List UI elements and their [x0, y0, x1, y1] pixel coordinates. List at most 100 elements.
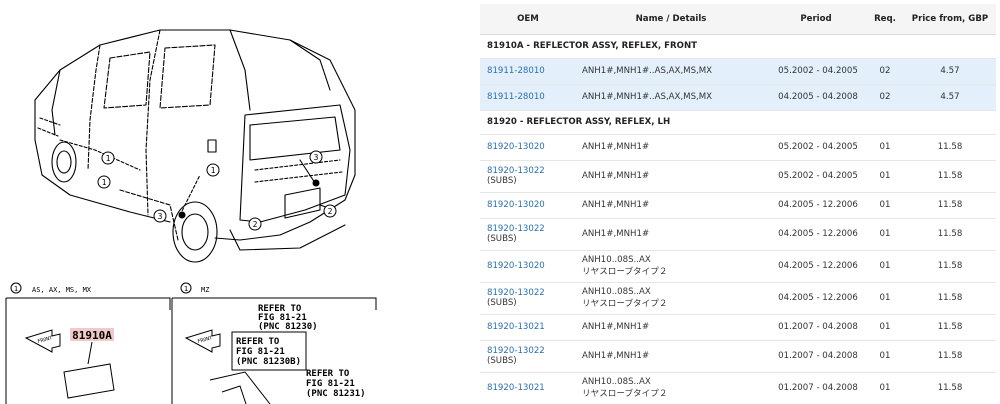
part-label-81910a: 81910A	[72, 329, 112, 342]
group-title: 81910A - REFLECTOR ASSY, REFLEX, FRONT	[480, 34, 996, 59]
oem-link[interactable]: 81920-13022	[487, 224, 545, 234]
price-cell: 11.58	[904, 372, 996, 404]
col-price: Price from, GBP	[904, 4, 996, 35]
name-details: ANH1#,MNH1#	[582, 322, 650, 332]
subs-label: (SUBS)	[487, 298, 517, 308]
price-cell: 11.58	[904, 314, 996, 341]
period-cell: 05.2002 - 04.2005	[766, 160, 866, 193]
oem-link[interactable]: 81920-13020	[487, 261, 545, 271]
name-cell: ANH1#,MNH1#	[576, 218, 766, 251]
parts-diagram: 1 1 3 1 2 2 3 1 AS, AX, MS, MX 1 MZ FRON…	[0, 0, 468, 404]
req-cell: 01	[866, 282, 904, 315]
oem-link[interactable]: 81920-13022	[487, 288, 545, 298]
price-cell: 11.58	[904, 218, 996, 251]
reflector-part-drawing	[63, 363, 115, 399]
price-cell: 11.58	[904, 282, 996, 315]
oem-link[interactable]: 81911-28010	[487, 66, 545, 76]
oem-cell: 81920-13021	[480, 372, 576, 404]
col-oem: OEM	[480, 4, 576, 35]
part-label-highlight	[70, 328, 114, 341]
ref3-line3: (PNC 81231)	[306, 389, 366, 399]
callout-numbers: 1 1 3 1 2 2 3	[97, 150, 337, 231]
req-cell: 02	[866, 58, 904, 85]
col-period: Period	[766, 4, 866, 35]
callout-7: 3	[158, 212, 163, 221]
req-cell: 01	[866, 250, 904, 283]
name-cell: ANH1#,MNH1#	[576, 134, 766, 161]
table-row[interactable]: 81920-13022(SUBS) ANH1#,MNH1# 04.2005 - 12…	[480, 218, 996, 251]
price-cell: 11.58	[904, 160, 996, 193]
name-cell: ANH1#,MNH1#	[576, 192, 766, 219]
req-cell: 01	[866, 192, 904, 219]
oem-link[interactable]: 81920-13020	[487, 200, 545, 210]
name-cell: ANH10..08S..AX リヤスローブタイプ２	[576, 372, 766, 404]
table-row[interactable]: 81920-13021 ANH10..08S..AX リヤスローブタイプ２ 01.20…	[480, 372, 996, 404]
oem-cell: 81911-28010	[480, 58, 576, 85]
period-cell: 04.2005 - 12.2006	[766, 250, 866, 283]
callout-2: 1	[211, 166, 216, 175]
ref3-line1: REFER TO	[306, 369, 350, 379]
oem-link[interactable]: 81920-13022	[487, 346, 545, 356]
group-header-row: 81920 - REFLECTOR ASSY, REFLEX, LH	[480, 110, 996, 135]
ref2-box	[231, 331, 307, 371]
oem-cell: 81920-13022(SUBS)	[480, 218, 576, 251]
oem-link[interactable]: 81920-13021	[487, 322, 545, 332]
name-details: ANH1#,MNH1#	[582, 229, 650, 239]
subs-label: (SUBS)	[487, 176, 517, 186]
callout-6: 2	[328, 207, 333, 216]
oem-link[interactable]: 81920-13022	[487, 166, 545, 176]
period-cell: 04.2005 - 12.2006	[766, 282, 866, 315]
period-cell: 04.2005 - 12.2006	[766, 218, 866, 251]
oem-cell: 81920-13022(SUBS)	[480, 282, 576, 315]
name-details-extra: リヤスローブタイプ２	[582, 267, 668, 277]
vehicle-outline	[34, 29, 356, 263]
callout-3: 3	[314, 153, 319, 162]
oem-link[interactable]: 81920-13021	[487, 383, 545, 393]
detail-box-frames	[5, 297, 377, 404]
req-cell: 01	[866, 218, 904, 251]
price-cell: 11.58	[904, 340, 996, 373]
name-details: ANH10..08S..AX	[582, 377, 651, 387]
callout-4: 1	[102, 178, 107, 187]
price-cell: 11.58	[904, 134, 996, 161]
parts-table: OEM Name / Details Period Req. Price fro…	[480, 4, 996, 404]
oem-cell: 81920-13021	[480, 314, 576, 341]
group-header-row: 81910A - REFLECTOR ASSY, REFLEX, FRONT	[480, 34, 996, 59]
callout-5: 2	[253, 220, 258, 229]
col-req: Req.	[866, 4, 904, 35]
price-cell: 11.58	[904, 192, 996, 219]
table-row[interactable]: 81920-13022(SUBS)ANH1#,MNH1#01.2007 - 04…	[480, 340, 996, 373]
name-details: ANH1#,MNH1#	[582, 142, 650, 152]
subs-label: (SUBS)	[487, 356, 517, 366]
period-cell: 01.2007 - 04.2008	[766, 372, 866, 404]
box2-number: 1	[184, 285, 188, 293]
name-details: ANH1#,MNH1#	[582, 200, 650, 210]
oem-link[interactable]: 81911-28010	[487, 92, 545, 102]
vehicle-diagram-drawing: 1 1 3 1 2 2 3 1 AS, AX, MS, MX 1 MZ FRON…	[5, 29, 377, 404]
front-label-2: FRONT	[197, 335, 213, 345]
table-row[interactable]: 81920-13022(SUBS) ANH1#,MNH1# 05.2002 - 04…	[480, 160, 996, 193]
lamp-assembly-drawing	[209, 371, 271, 404]
front-arrow-2: FRONT	[184, 329, 221, 353]
name-details-extra: リヤスローブタイプ２	[582, 389, 668, 399]
ref2-line1: REFER TO	[236, 337, 280, 347]
req-cell: 01	[866, 134, 904, 161]
oem-link[interactable]: 81920-13020	[487, 142, 545, 152]
period-cell: 01.2007 - 04.2008	[766, 340, 866, 373]
oem-cell: 81920-13020	[480, 250, 576, 283]
parts-table-panel: OEM Name / Details Period Req. Price fro…	[480, 4, 996, 404]
callout-1: 1	[106, 154, 111, 163]
front-arrow-1: FRONT	[24, 329, 61, 353]
name-details: ANH10..08S..AX	[582, 287, 651, 297]
name-details: ANH1#,MNH1#	[582, 171, 650, 181]
period-cell: 04.2005 - 12.2006	[766, 192, 866, 219]
name-details: ANH1#,MNH1#..AS,AX,MS,MX	[582, 66, 713, 76]
ref3-line2: FIG 81-21	[306, 379, 355, 389]
